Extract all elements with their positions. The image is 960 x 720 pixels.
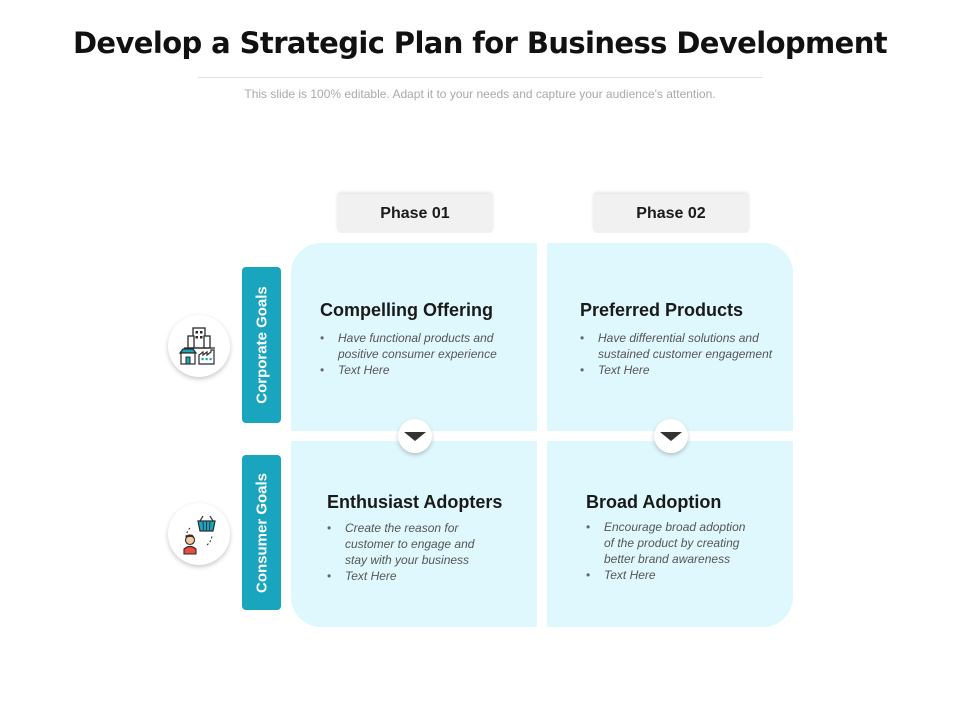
quadrant-title: Broad Adoption	[586, 492, 722, 512]
bullet-item: Text Here	[327, 568, 487, 584]
bullet-item: Text Here	[320, 362, 520, 378]
quadrant-bullets: Have differential solutions and sustaine…	[580, 330, 790, 378]
bullet-item: Have functional products and positive co…	[320, 330, 520, 362]
bullet-item: Create the reason for customer to engage…	[327, 520, 487, 568]
bullet-item: Encourage broad adoption of the product …	[586, 519, 756, 567]
quadrant-title: Preferred Products	[580, 300, 744, 320]
slide-subtitle: This slide is 100% editable. Adapt it to…	[244, 87, 716, 101]
quadrant-preferred-products: Preferred Products Have differential sol…	[547, 243, 793, 431]
consumer-basket-icon	[168, 503, 230, 565]
phase-02-tab: Phase 02	[593, 194, 749, 233]
quadrant-bullets: Encourage broad adoption of the product …	[586, 519, 756, 583]
quadrant-title: Enthusiast Adopters	[327, 492, 503, 512]
bullet-item: Text Here	[586, 567, 756, 583]
quadrant-enthusiast-adopters: Enthusiast Adopters Create the reason fo…	[291, 441, 537, 627]
quadrant-bullets: Have functional products and positive co…	[320, 330, 520, 378]
business-buildings-icon	[168, 315, 230, 377]
quadrant-bullets: Create the reason for customer to engage…	[327, 520, 487, 584]
quadrant-title: Compelling Offering	[320, 300, 493, 320]
quadrant-broad-adoption: Broad Adoption Encourage broad adoption …	[547, 441, 793, 627]
title-divider	[198, 77, 763, 78]
phase-01-down-arrow-icon	[398, 419, 432, 453]
bullet-item: Have differential solutions and sustaine…	[580, 330, 790, 362]
consumer-goals-label: Consumer Goals	[242, 455, 281, 610]
phase-01-tab: Phase 01	[337, 194, 493, 233]
quadrant-compelling-offering: Compelling Offering Have functional prod…	[291, 243, 537, 431]
phase-02-down-arrow-icon	[654, 419, 688, 453]
bullet-item: Text Here	[580, 362, 790, 378]
corporate-goals-label: Corporate Goals	[242, 267, 281, 423]
slide-title: Develop a Strategic Plan for Business De…	[72, 26, 888, 60]
